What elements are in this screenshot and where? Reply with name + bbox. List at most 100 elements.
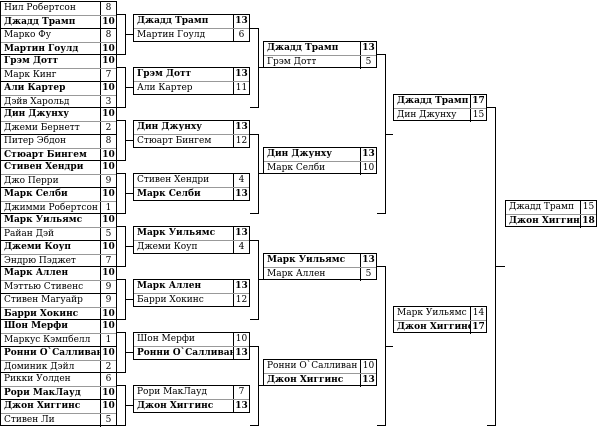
player-score: 10 [102,215,115,225]
player-score: 18 [582,215,595,226]
player-score: 15 [472,109,485,120]
bracket-connector [250,213,258,214]
player-score: 9 [105,282,112,292]
player-score: 13 [362,254,375,265]
bracket-connector [385,345,393,347]
player-name: Рори МакЛауд [134,386,234,400]
player-name: Джон Хиггинс [264,373,361,387]
player-score: 5 [365,268,372,279]
player-name: Марк Селби [134,188,234,202]
player-score: 7 [238,387,245,398]
player-name: Шон Мерфи [134,333,234,347]
player-score: 3 [105,96,112,107]
player-name: Мэттью Стивенс [1,281,101,294]
player-name: Марк Уильямс [134,227,234,241]
player-score: 17 [472,95,485,106]
player-name: Джадд Трамп [264,41,361,55]
bracket-connector [377,54,385,55]
player-score: 6 [105,374,112,384]
player-name: Ронни О`Салливан [134,347,234,361]
bracket-connector [250,319,258,320]
bracket-connector [125,405,133,407]
bracket-connector [258,67,263,69]
player-name: Маркус Кэмпбелл [1,334,101,347]
player-row: Маркус Кэмпбелл 1 [1,334,116,347]
bracket-connector [117,173,125,175]
player-name: Марк Селби [264,161,361,175]
player-name: Марк Селби [1,187,101,201]
player-name: Ронни О`Салливан [264,359,361,373]
player-name: Грэм Дотт [134,68,234,82]
player-name: Дин Джунху [264,147,361,161]
bracket-connector [250,345,258,347]
player-name: Нил Робертсон [1,2,101,15]
bracket-connector [125,352,133,354]
player-score: 1 [105,335,112,345]
player-name: Джадд Трамп [506,200,581,214]
player-score: 4 [238,175,245,186]
player-score: 13 [235,401,248,412]
bracket-connector [495,266,505,267]
player-score: 10 [102,188,115,199]
player-name: Доминик Дэйл [1,360,101,374]
player-name: Джон Хиггинс [506,214,581,228]
player-score: 17 [472,321,485,332]
player-name: Грэм Дотт [264,55,361,69]
player-name: Грэм Дотт [1,55,101,68]
player-score: 10 [102,308,115,319]
player-name: Али Картер [134,82,234,96]
player-score: 9 [105,294,112,305]
player-score: 11 [235,83,248,94]
player-name: Марк Аллен [264,267,361,281]
bracket-connector [377,213,385,214]
player-row: Доминик Дэйл 2 [1,360,116,374]
bracket-connector [250,133,258,135]
bracket-connector [385,133,393,135]
player-score: 6 [238,30,245,41]
bracket-connector [125,299,133,301]
player-score: 2 [105,361,112,372]
player-score: 10 [362,162,375,173]
player-name: Джеми Коуп [134,241,234,255]
player-score: 8 [105,29,112,40]
bracket-connector [377,425,385,426]
bracket-connector [125,87,133,89]
bracket-connector [117,266,125,267]
player-name: Марк Уильямс [394,306,471,320]
bracket-connector [125,34,133,36]
